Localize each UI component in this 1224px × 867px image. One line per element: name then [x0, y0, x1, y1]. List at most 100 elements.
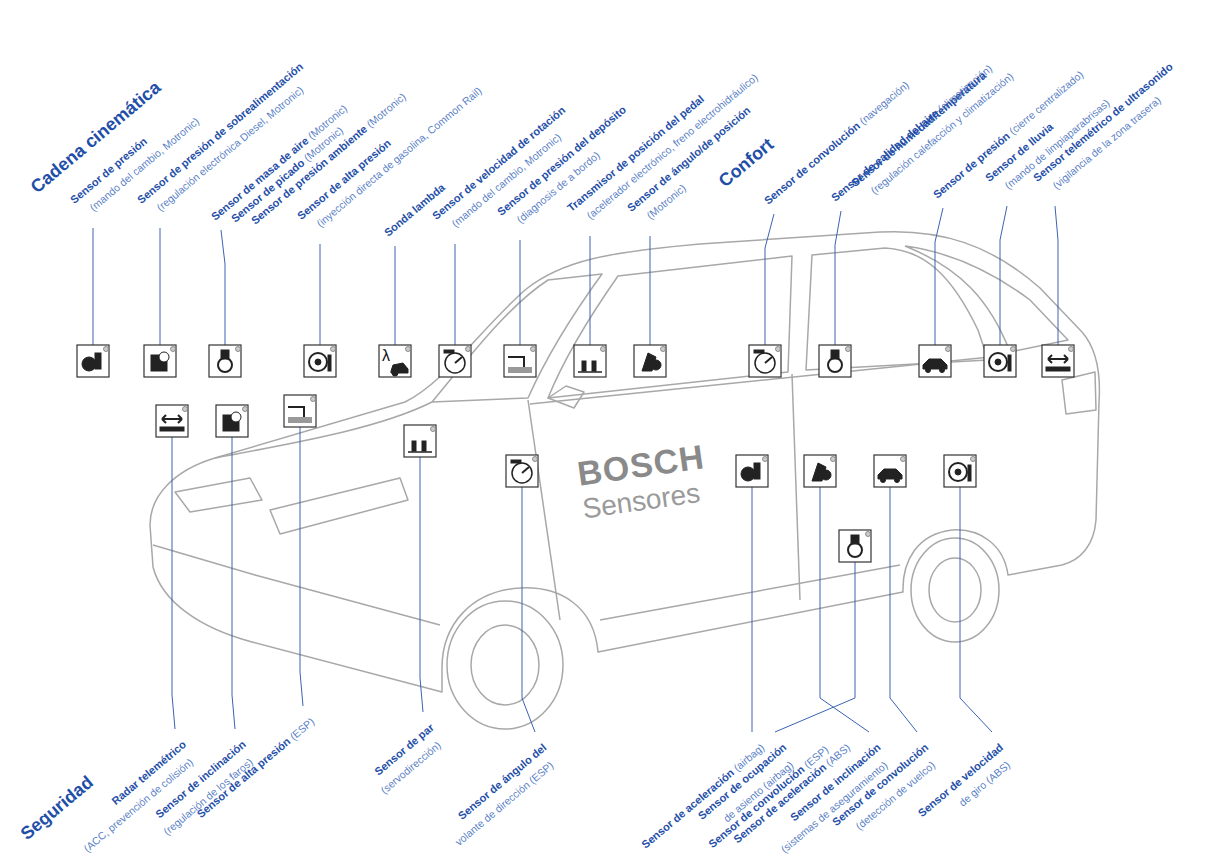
icon-frame [144, 345, 176, 377]
sensor-icon [144, 345, 176, 377]
icon-frame [984, 345, 1016, 377]
sensor-icon [736, 455, 768, 487]
leader-line [835, 211, 841, 345]
sensor-icon [919, 345, 951, 377]
icon-frame [404, 425, 436, 457]
icon-mark [776, 347, 781, 352]
leader-line [752, 487, 753, 732]
front-wheel [447, 601, 563, 729]
icon-frame [209, 345, 241, 377]
leader-line [650, 236, 651, 345]
icon-mark [533, 457, 538, 462]
leader-line [93, 228, 94, 345]
sensor-label: Sensor telemétrico de ultrasonido [1031, 61, 1175, 185]
label-line: (ACC, prevención de colisión) [79, 749, 202, 856]
sensor-icon [839, 530, 871, 562]
icon-mark [831, 457, 836, 462]
leader-line [775, 562, 855, 732]
icon-frame [819, 345, 851, 377]
icon-glyph [578, 361, 602, 372]
icon-mark [183, 407, 188, 412]
icon-frame [284, 395, 316, 427]
label-line: Confort [715, 134, 778, 192]
leader-line [232, 437, 235, 729]
label-block: Sensor de par(servodirección) [364, 718, 449, 798]
icon-mark [311, 397, 316, 402]
sensor-icons [77, 345, 1074, 562]
sensor-icon [209, 345, 241, 377]
icon-frame [574, 345, 606, 377]
icon-mark [531, 347, 536, 352]
icon-mark [171, 347, 176, 352]
icon-frame [749, 345, 781, 377]
taillight [1062, 372, 1096, 414]
icon-frame [439, 345, 471, 377]
icon-mark [1069, 347, 1074, 352]
label-line: λ [382, 347, 390, 365]
label-block: λ [382, 347, 390, 365]
icon-glyph [754, 350, 775, 373]
leader-line [160, 228, 161, 345]
door-line-middle [792, 374, 800, 600]
leader-line [172, 437, 175, 729]
leader-line [820, 487, 869, 732]
icon-glyph [642, 353, 661, 371]
icon-frame [634, 345, 666, 377]
icon-glyph [741, 463, 760, 481]
sensor-icon [504, 345, 536, 377]
label-line: Sensor de ángulo del [438, 738, 550, 836]
icon-glyph [989, 353, 1011, 371]
icon-mark [601, 347, 606, 352]
icon-frame [839, 530, 871, 562]
icon-glyph [511, 460, 532, 483]
sensor-icon [156, 405, 188, 437]
label-block: BOSCHSensores [575, 437, 711, 525]
leader-line [221, 230, 225, 345]
sensor-icon [379, 345, 411, 377]
icon-frame [506, 455, 538, 487]
sensor-icon [819, 345, 851, 377]
grille [270, 478, 408, 534]
icon-frame [504, 345, 536, 377]
leader-line [1000, 206, 1007, 345]
icon-mark [1011, 347, 1016, 352]
label-block: Seguridad [17, 772, 98, 844]
icon-glyph [444, 350, 465, 373]
icon-frame [216, 405, 248, 437]
headlight [175, 478, 262, 512]
leader-line [320, 244, 321, 345]
leader-line [395, 246, 396, 345]
label-line: Sensor telemétrico de ultrasonido [1028, 57, 1176, 185]
sensor-icon [574, 345, 606, 377]
label-line: Sensor de humedad/temperatura [846, 53, 1005, 191]
sensor-icon [439, 345, 471, 377]
sensor-icon [304, 345, 336, 377]
icon-mark [243, 407, 248, 412]
icon-glyph [408, 441, 432, 452]
icon-mark [431, 427, 436, 432]
icon-glyph [288, 407, 312, 423]
sensor-icon [1042, 345, 1074, 377]
icon-glyph [812, 463, 831, 481]
leader-line [590, 236, 591, 345]
icon-mark [846, 347, 851, 352]
icon-mark [466, 347, 471, 352]
leader-line [765, 214, 774, 345]
sensor-icon [944, 455, 976, 487]
group-heading: Seguridad [17, 772, 97, 844]
sensor-note: (Motronic) [364, 90, 408, 130]
leader-line [960, 487, 992, 732]
icon-glyph [309, 353, 331, 371]
icon-frame [736, 455, 768, 487]
icon-glyph [828, 350, 842, 372]
icon-frame [77, 345, 109, 377]
label-line: Seguridad [17, 772, 98, 844]
icon-glyph [878, 469, 902, 483]
leader-line [300, 427, 303, 706]
door-line-front [528, 400, 560, 620]
sensor-icon [506, 455, 538, 487]
icon-frame [874, 455, 906, 487]
leader-line [522, 487, 535, 732]
icon-glyph [218, 350, 232, 372]
rear-window [905, 246, 1068, 352]
